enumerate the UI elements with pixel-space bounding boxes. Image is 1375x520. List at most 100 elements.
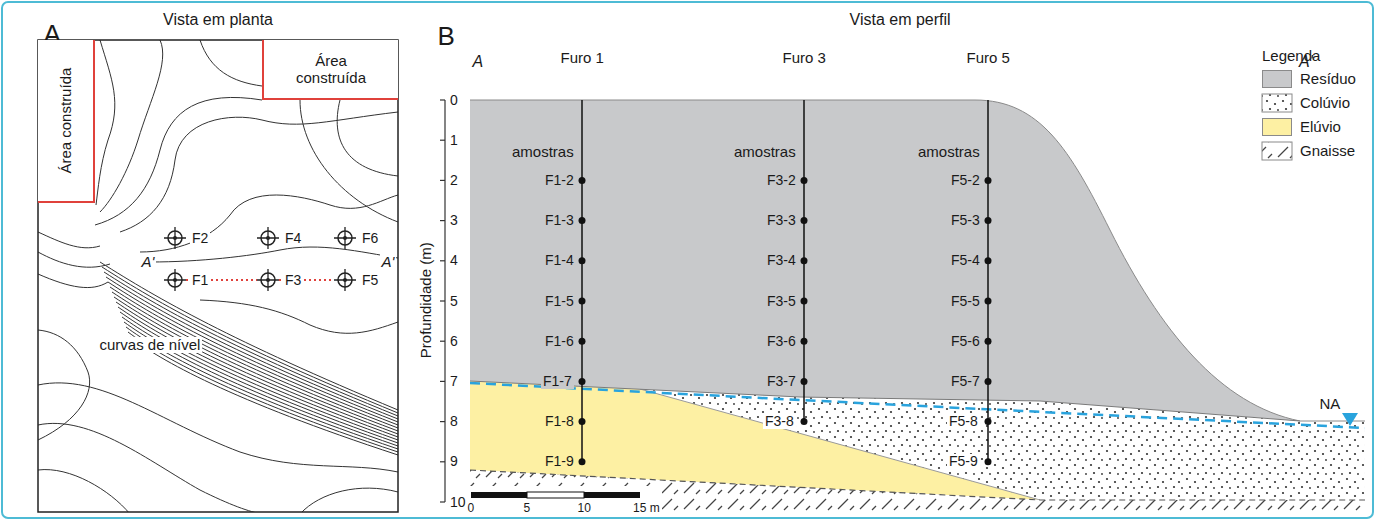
contour-note: curvas de nível [98,337,203,354]
depth-tick [440,300,445,301]
contour-line [112,292,398,428]
contour-lines [38,423,262,512]
borehole-label: F5 [360,273,380,288]
depth-tick-label: 5 [450,294,458,309]
borehole-label: F1 [190,273,210,288]
depth-tick-label: 7 [450,374,458,389]
legend-swatch [1262,118,1292,136]
sample-point [579,338,586,345]
depth-tick [440,140,445,141]
layer-boundary [470,381,1300,421]
sample-point [801,418,808,425]
scale-label: 15 m [633,502,660,515]
sample-point [579,458,586,465]
scale-label: 0 [468,502,475,515]
depth-tick-label: 3 [450,213,458,228]
sample-id: F5-4 [951,253,980,268]
ground-surface [470,100,1365,421]
sample-id: F1-3 [545,213,574,228]
soil-profile [470,100,1365,512]
borehole-symbol [334,269,356,291]
sample-point [801,257,808,264]
depth-tick-label: 6 [450,334,458,349]
sample-point [579,378,586,385]
borehole-symbol [164,227,186,249]
contour-lines [200,40,262,86]
borehole-symbol [164,227,356,291]
sample-point [985,458,992,465]
sample-point [801,217,808,224]
sample-point [985,257,992,264]
legend-text: Elúvio [1300,119,1341,136]
water-table-symbol [1342,413,1358,426]
sample-point [801,338,808,345]
sample-point [985,418,992,425]
depth-axis [440,100,445,502]
sample-point [801,298,808,305]
borehole-line [581,100,583,462]
contour-lines [38,470,130,512]
depth-tick [440,381,445,382]
contour-lines [38,274,108,288]
contour-line [120,312,398,440]
scale-label: 5 [524,502,531,515]
sample-point [579,257,586,264]
borehole-symbol [334,227,356,249]
depth-tick-label: 8 [450,414,458,429]
sample-id: F5-6 [951,334,980,349]
legend-title: Legenda [1262,48,1320,65]
contour-lines [300,100,398,222]
sample-point [985,298,992,305]
sample-point [579,217,586,224]
axis-title: Profundidade (m) [418,242,435,358]
contour-line [114,297,398,431]
contour-lines [38,40,398,512]
depth-tick-label: 10 [450,495,466,510]
depth-tick [440,341,445,342]
built-area-box: Área construída [38,40,95,203]
borehole-name: Furo 5 [967,50,1010,67]
borehole-line [579,100,992,465]
contour-lines [38,383,398,472]
contour-lines [95,97,262,225]
sample-id: F5-8 [947,414,980,429]
sample-id: F1-5 [545,294,574,309]
contour-lines [300,488,398,512]
bedrock-top [470,470,1365,500]
scale-bar [471,492,527,498]
legend-pattern-swatch [1262,94,1292,112]
samples-heading: amostras [512,144,574,161]
depth-tick-label: 0 [450,93,458,108]
depth-tick-label: 2 [450,173,458,188]
sample-point [801,378,808,385]
sample-id: F3-8 [763,414,796,429]
depth-tick-label: 9 [450,454,458,469]
legend-pattern-swatch [1262,142,1292,160]
sample-id: F1-7 [541,374,574,389]
depth-tick [440,180,445,181]
depth-tick-label: 4 [450,253,458,268]
sample-point [801,177,808,184]
sample-point [579,298,586,305]
section-end: A' [140,254,157,271]
borehole-name: Furo 3 [783,50,826,67]
legend-text: Colúvio [1300,95,1350,112]
borehole-symbol [164,269,186,291]
section-end: A [473,53,484,71]
water-table-line [470,383,1365,428]
scale-bar [527,492,584,498]
sample-id: F5-5 [951,294,980,309]
samples-heading: amostras [734,144,796,161]
contour-lines [337,100,398,176]
sample-id: F3-3 [767,213,796,228]
depth-tick-label: 1 [450,133,458,148]
samples-heading: amostras [918,144,980,161]
sample-id: F1-9 [545,454,574,469]
contour-line [116,302,398,434]
legend-swatch [1262,70,1292,88]
contour-line [130,337,398,455]
sample-id: F5-9 [947,454,980,469]
borehole-label: F2 [190,231,210,246]
sample-id: F1-6 [545,334,574,349]
